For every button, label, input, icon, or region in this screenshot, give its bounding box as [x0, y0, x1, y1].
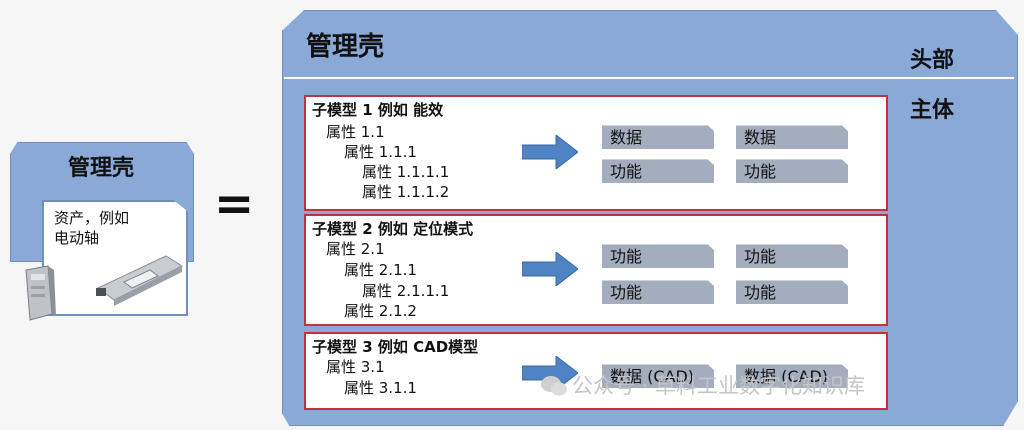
- property: 属性 1.1.1: [344, 143, 417, 161]
- mini-shell-title: 管理壳: [67, 156, 134, 181]
- function-chip: 功能: [736, 280, 848, 304]
- property-row-bg: [324, 358, 444, 376]
- property-row-bg: [342, 302, 462, 320]
- property: 属性 3.1: [326, 358, 385, 376]
- right-arrow-icon: [522, 135, 578, 169]
- equals-sign: =: [214, 176, 255, 232]
- property-row-bg: [360, 183, 480, 201]
- submodel-title: 子模型 1 例如 能效: [312, 101, 444, 119]
- property-row-bg: [342, 379, 462, 397]
- controller-device-image: [25, 265, 56, 321]
- property-row-bg: [360, 282, 480, 300]
- asset-text-line1: 资产，例如: [54, 209, 130, 227]
- property: 属性 2.1.2: [344, 302, 417, 320]
- property-row-bg: [324, 240, 444, 258]
- data-element-chip: 数据: [602, 125, 714, 149]
- data-element-chip: 数据 (CAD): [736, 364, 848, 388]
- property-row-bg: [342, 143, 462, 161]
- watermark-text: 公众号 · 草料工业数字化知识库: [572, 374, 866, 398]
- header-divider: [284, 77, 1014, 79]
- function-chip: 功能: [602, 159, 714, 183]
- electric-axis-image: [96, 255, 184, 306]
- submodel-title: 子模型 2 例如 定位模式: [312, 220, 474, 238]
- header-label: 头部: [910, 48, 955, 73]
- property: 属性 1.1.1.1: [362, 163, 450, 181]
- function-chip: 功能: [736, 159, 848, 183]
- submodel-title: 子模型 3 例如 CAD模型: [312, 338, 479, 356]
- property: 属性 1.1: [326, 123, 385, 141]
- asset-text-line2: 电动轴: [54, 229, 100, 247]
- property: 属性 2.1: [326, 240, 385, 258]
- property: 属性 2.1.1.1: [362, 282, 450, 300]
- data-element-chip: 数据: [736, 125, 848, 149]
- function-chip: 功能: [602, 244, 714, 268]
- body-label: 主体: [910, 98, 955, 123]
- function-chip: 功能: [602, 280, 714, 304]
- property: 属性 1.1.1.2: [362, 183, 450, 201]
- property-row-bg: [342, 261, 462, 279]
- right-arrow-icon: [522, 356, 578, 390]
- shell-title: 管理壳: [306, 32, 385, 62]
- property-row-bg: [360, 163, 480, 181]
- wechat-logo-icon: [541, 376, 567, 396]
- right-arrow-icon: [522, 252, 578, 286]
- data-element-chip: 数据 (CAD): [602, 364, 714, 388]
- property: 属性 2.1.1: [344, 261, 417, 279]
- submodel-3: 子模型 3 例如 CAD模型 属性 3.1 属性 3.1.1 数据 (CAD) …: [304, 332, 888, 410]
- function-chip: 功能: [736, 244, 848, 268]
- property-row-bg: [324, 123, 444, 141]
- submodel-2: 子模型 2 例如 定位模式 属性 2.1 属性 2.1.1 属性 2.1.1.1…: [304, 214, 888, 326]
- property: 属性 3.1.1: [344, 379, 417, 397]
- submodel-1: 子模型 1 例如 能效 属性 1.1 属性 1.1.1 属性 1.1.1.1 属…: [304, 95, 888, 211]
- asset-description: 资产，例如 电动轴: [54, 208, 174, 248]
